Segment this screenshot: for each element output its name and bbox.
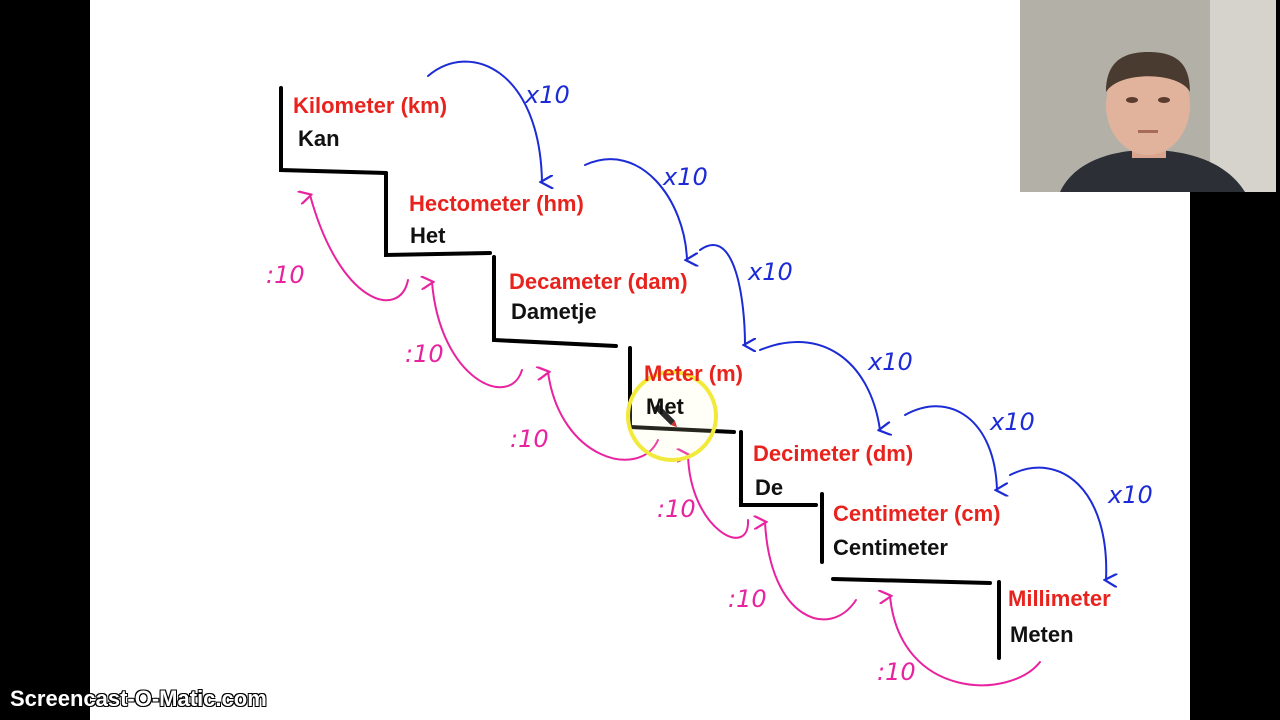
- multiply-label-6: x10: [1107, 481, 1153, 509]
- cursor-highlight-icon: [626, 370, 718, 462]
- mnemonic-cm: Centimeter: [833, 535, 948, 560]
- stair-step-dm: [739, 430, 818, 507]
- multiply-arrow-1: [427, 60, 542, 182]
- divide-label-1: :10: [266, 261, 305, 289]
- stair-step-km: [279, 86, 388, 175]
- watermark: Screencast-O-Matic.com: [10, 686, 267, 711]
- presenter-webcam: [1020, 0, 1276, 192]
- mnemonic-mm: Meten: [1010, 622, 1074, 647]
- whiteboard: [90, 0, 1190, 720]
- unit-name-dm: Decimeter (dm): [753, 441, 914, 466]
- multiply-arrow-5: [904, 405, 997, 490]
- unit-name-km: Kilometer (km): [293, 93, 448, 118]
- divide-label-3: :10: [510, 425, 549, 453]
- divide-label-5: :10: [728, 585, 767, 613]
- unit-name-m: Meter (m): [644, 361, 744, 386]
- stair-step-mm-top: [831, 577, 992, 585]
- mnemonic-km: Kan: [298, 126, 340, 151]
- unit-name-dam: Decameter (dam): [509, 269, 688, 294]
- multiply-arrow-2: [584, 158, 687, 260]
- divide-arrow-2: [432, 282, 523, 389]
- unit-name-cm: Centimeter (cm): [833, 501, 1001, 526]
- multiply-label-4: x10: [867, 348, 913, 376]
- divide-arrow-5: [765, 522, 857, 621]
- stair-step-hm: [384, 171, 492, 258]
- divide-label-6: :10: [877, 658, 916, 686]
- stair-step-dam: [492, 255, 618, 348]
- divide-arrow-4: [688, 455, 750, 539]
- divide-arrow-1: [310, 195, 409, 302]
- multiply-arrow-3: [699, 244, 745, 345]
- presenter-icon: [1020, 0, 1276, 192]
- unit-name-hm: Hectometer (hm): [409, 191, 584, 216]
- multiply-label-5: x10: [989, 408, 1035, 436]
- multiply-arrow-6: [1009, 466, 1106, 580]
- mnemonic-dam: Dametje: [511, 299, 597, 324]
- divide-arrow-6: [890, 596, 1041, 687]
- multiply-label-2: x10: [662, 163, 708, 191]
- mnemonic-m: Met: [646, 394, 684, 419]
- multiply-arrow-4: [759, 341, 880, 430]
- unit-name-mm: Millimeter: [1008, 586, 1111, 611]
- mnemonic-dm: De: [755, 475, 784, 500]
- divide-label-4: :10: [657, 495, 696, 523]
- mnemonic-hm: Het: [410, 223, 446, 248]
- multiply-label-1: x10: [524, 81, 570, 109]
- multiply-label-3: x10: [747, 258, 793, 286]
- divide-label-2: :10: [405, 340, 444, 368]
